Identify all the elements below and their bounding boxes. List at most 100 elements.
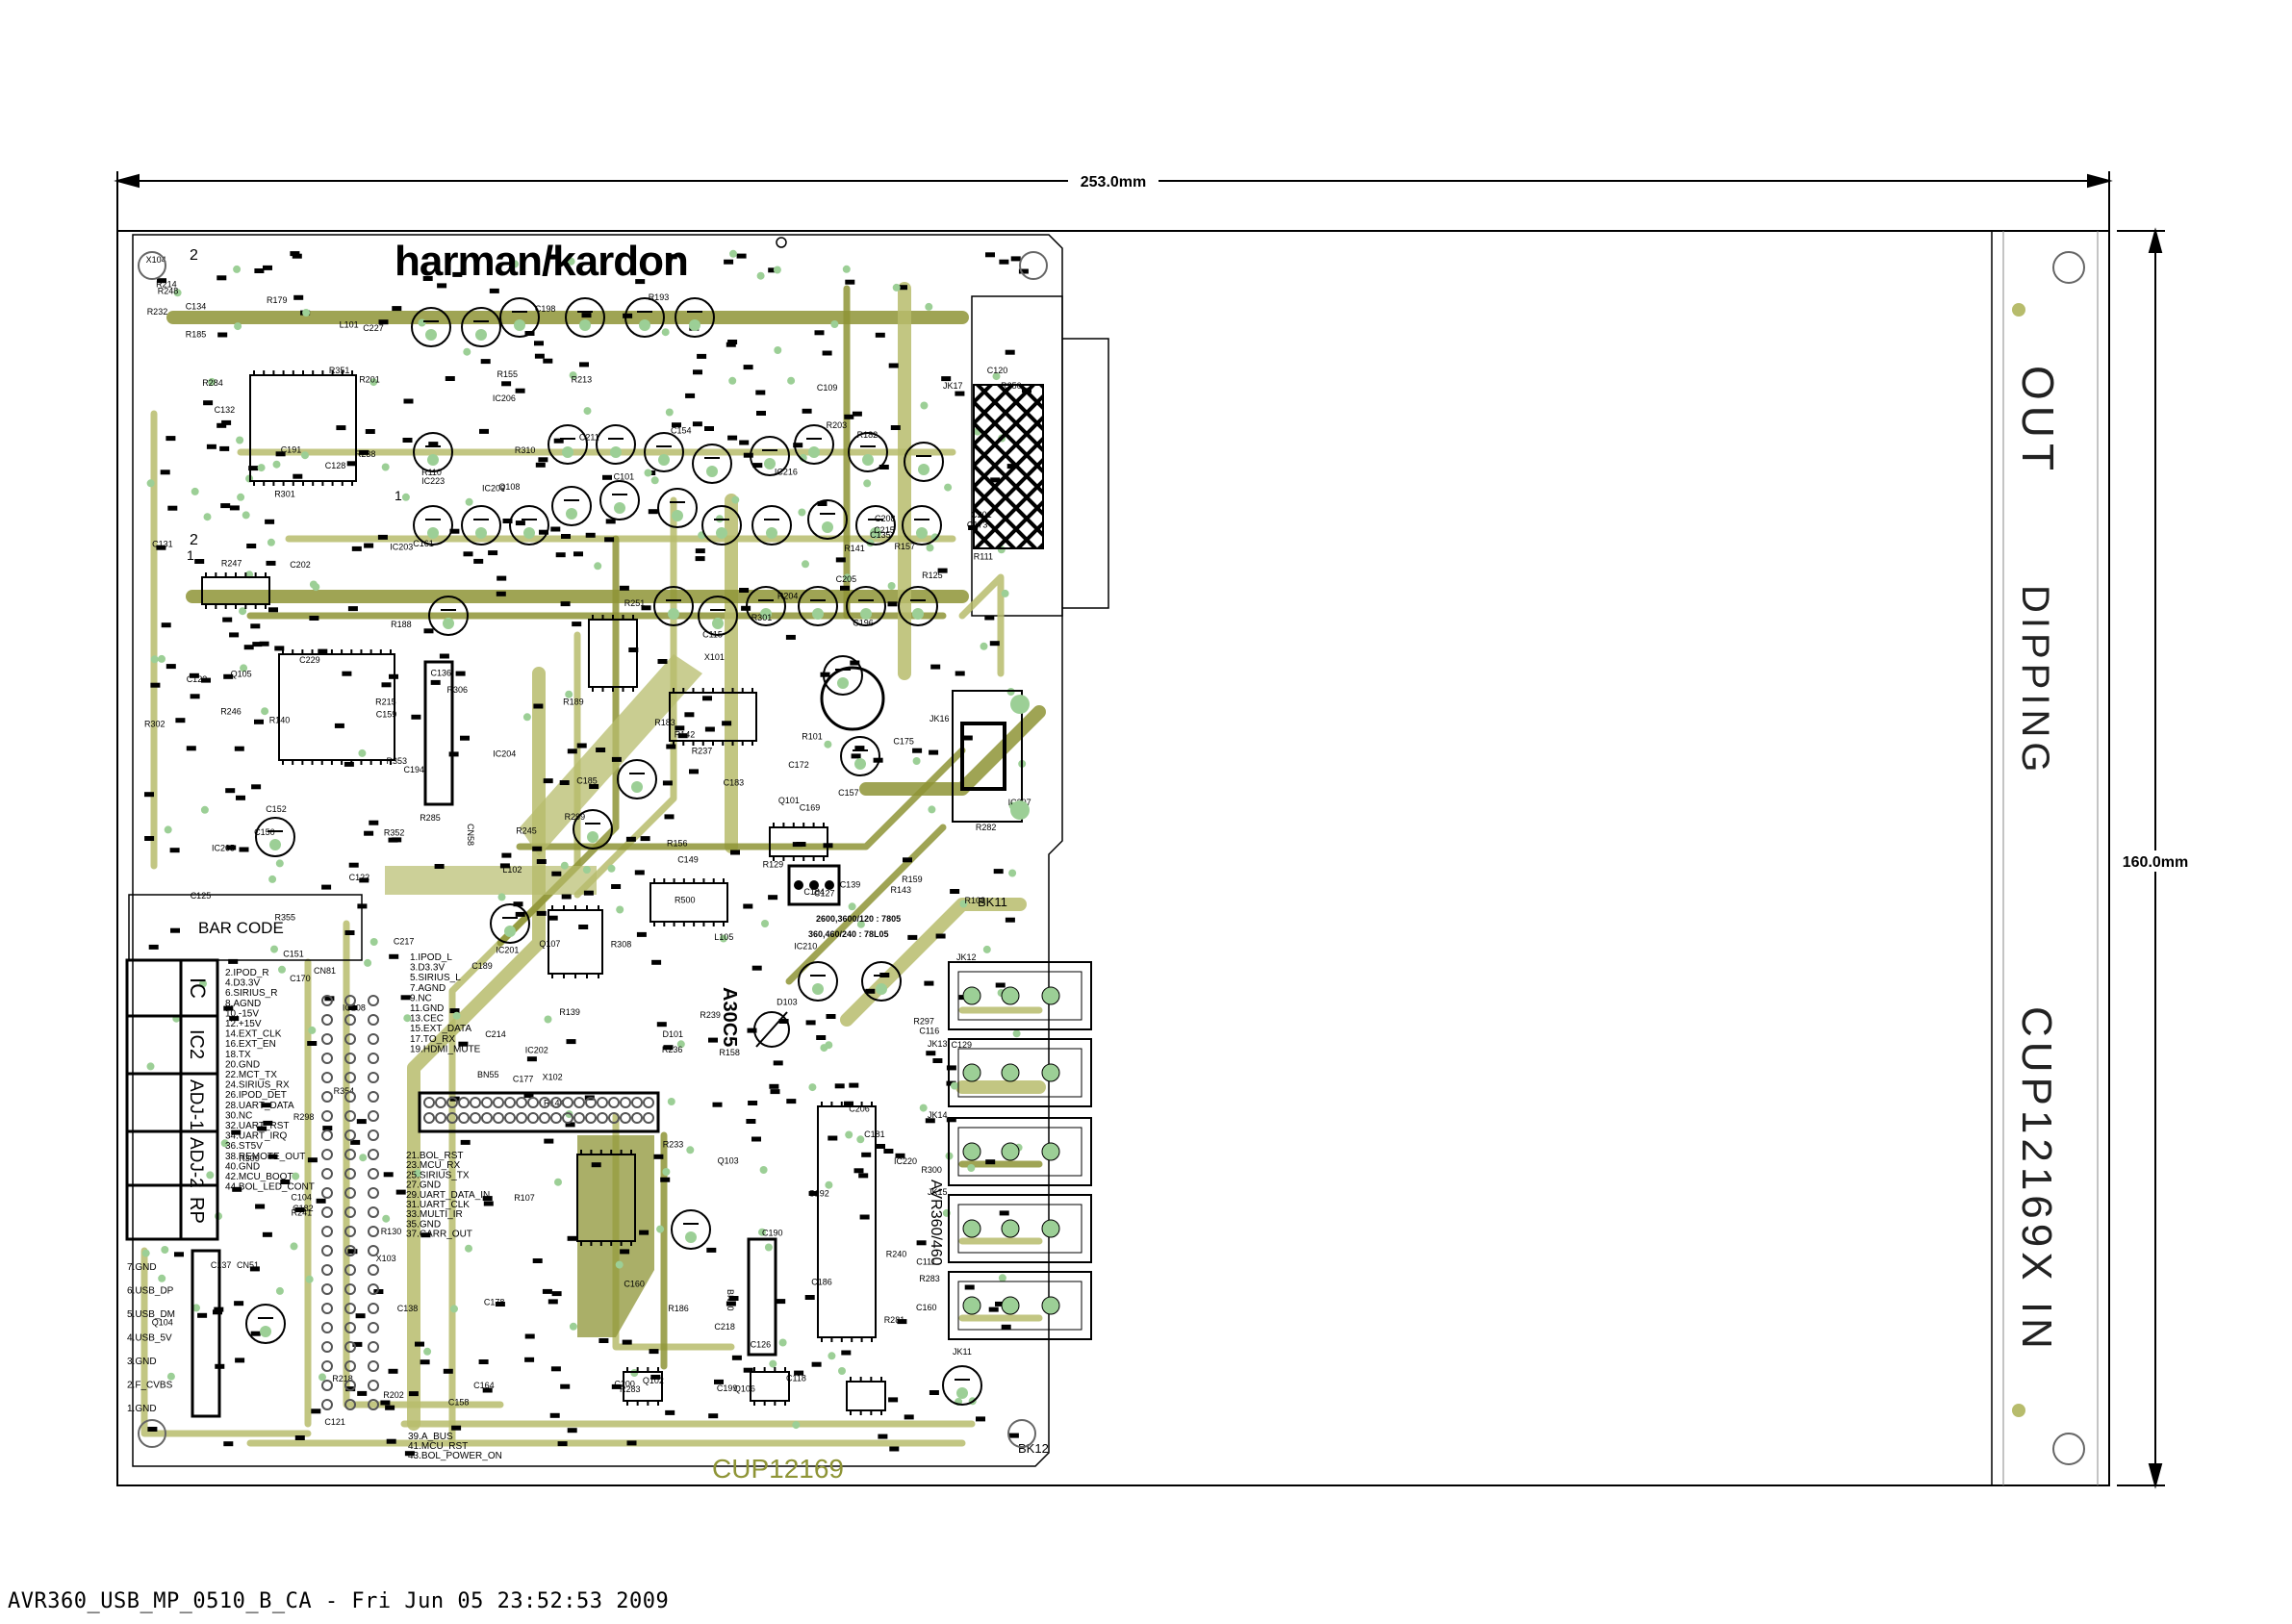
component-label: L102 — [502, 865, 522, 875]
header-pin — [321, 1072, 333, 1083]
smd-pad — [888, 1397, 899, 1403]
smd-pad — [653, 1154, 664, 1159]
smd-pad — [619, 585, 629, 591]
smd-pad — [347, 1249, 358, 1255]
component-label: R354 — [334, 1086, 355, 1096]
bk12-label: BK12 — [1018, 1441, 1049, 1456]
via — [959, 900, 968, 908]
via — [676, 1040, 685, 1049]
smd-pad — [712, 1102, 723, 1107]
header-pin — [368, 1187, 379, 1199]
header-pin — [573, 1112, 585, 1124]
smd-pad — [189, 672, 199, 678]
pin-headers — [191, 660, 777, 1418]
side-label-in: CUP12169X IN — [2013, 1006, 2060, 1354]
smd-pad — [144, 836, 155, 841]
smd-pad — [814, 330, 825, 336]
header-pin — [344, 995, 356, 1006]
header-pin — [458, 1097, 470, 1108]
capacitor-pad — [860, 608, 872, 620]
smd-pad — [555, 552, 566, 558]
smd-pad — [350, 1139, 361, 1145]
smd-pad — [689, 769, 699, 774]
smd-pad — [523, 1093, 534, 1099]
smd-pad — [294, 1207, 305, 1212]
via — [569, 1322, 577, 1331]
jk11-label: JK11 — [953, 1347, 972, 1357]
via — [423, 1347, 432, 1356]
smd-pad — [768, 267, 778, 273]
header-pin — [527, 1112, 539, 1124]
smd-pad — [946, 1080, 956, 1086]
smd-pad — [543, 778, 553, 784]
rca-pad — [1041, 1296, 1060, 1315]
smd-pad — [702, 696, 712, 701]
component-label: R233 — [663, 1139, 684, 1149]
capacitor-pad — [812, 608, 824, 620]
smd-pad — [536, 859, 547, 864]
smd-pad — [730, 850, 740, 855]
rca-pad — [1001, 1142, 1020, 1161]
capacitor-pad — [562, 446, 573, 458]
via — [848, 902, 856, 911]
capacitor-pad — [837, 677, 849, 689]
header-pin — [344, 1168, 356, 1180]
jk14-label: JK14 — [928, 1110, 948, 1120]
smd-pad — [852, 411, 862, 417]
capacitor-body — [746, 586, 786, 626]
component-label: C208 — [875, 514, 896, 523]
pinout-entry: 41.MCU_RST — [408, 1441, 468, 1452]
header-pin — [368, 1168, 379, 1180]
group-number-2b: 2 — [190, 532, 198, 548]
capacitor-body — [692, 444, 732, 484]
header-pin — [562, 1097, 573, 1108]
via — [268, 875, 277, 883]
component-label: C217 — [394, 936, 415, 946]
capacitor-body — [698, 596, 738, 636]
capacitor-pad — [672, 510, 683, 521]
header-pin — [344, 1110, 356, 1122]
smd-pad — [222, 617, 233, 622]
header-pin — [321, 1341, 333, 1353]
component-label: R500 — [675, 895, 696, 904]
capacitor-body — [657, 488, 698, 528]
smd-pad — [985, 1159, 996, 1165]
cn58-label: CN58 — [466, 824, 475, 846]
component-label: R213 — [572, 375, 593, 385]
smd-pad — [802, 408, 812, 414]
component-label: R248 — [158, 286, 179, 295]
component-label: C205 — [836, 574, 857, 584]
smd-pad — [984, 615, 995, 621]
component-label: C177 — [513, 1075, 534, 1084]
header-pin — [585, 1097, 597, 1108]
brand-logo: harman/kardon — [395, 237, 787, 285]
smd-pad — [662, 780, 673, 786]
smd-pad — [460, 1139, 471, 1145]
component-label: R236 — [662, 1045, 683, 1054]
ic-outline — [750, 1371, 790, 1402]
header-pin — [620, 1097, 631, 1108]
pinout-entry: 19.HDMI_MUTE — [410, 1044, 481, 1054]
smd-pad — [293, 294, 304, 300]
component-label: C186 — [811, 1278, 832, 1287]
smd-pad — [449, 1008, 460, 1014]
component-label: R285 — [420, 813, 441, 823]
smd-pad — [708, 1413, 719, 1419]
via — [418, 318, 426, 327]
capacitor-pad — [760, 608, 772, 620]
via — [919, 1104, 928, 1112]
header-pin — [321, 1226, 333, 1237]
via — [830, 320, 839, 328]
smd-pad — [526, 1056, 537, 1062]
smd-pad — [267, 1154, 278, 1159]
jumper-adj1-label: ADJ-1 — [186, 1079, 206, 1130]
pinout-entry: 40.GND — [225, 1161, 260, 1172]
jk13-label: JK13 — [928, 1039, 948, 1049]
jumper-rp-label: RP — [186, 1197, 207, 1224]
smd-pad — [448, 751, 459, 757]
smd-pad — [770, 1089, 780, 1095]
via — [967, 1164, 976, 1172]
header-pin — [368, 1053, 379, 1064]
pinout-entry: 14.EXT_CLK — [225, 1029, 282, 1040]
